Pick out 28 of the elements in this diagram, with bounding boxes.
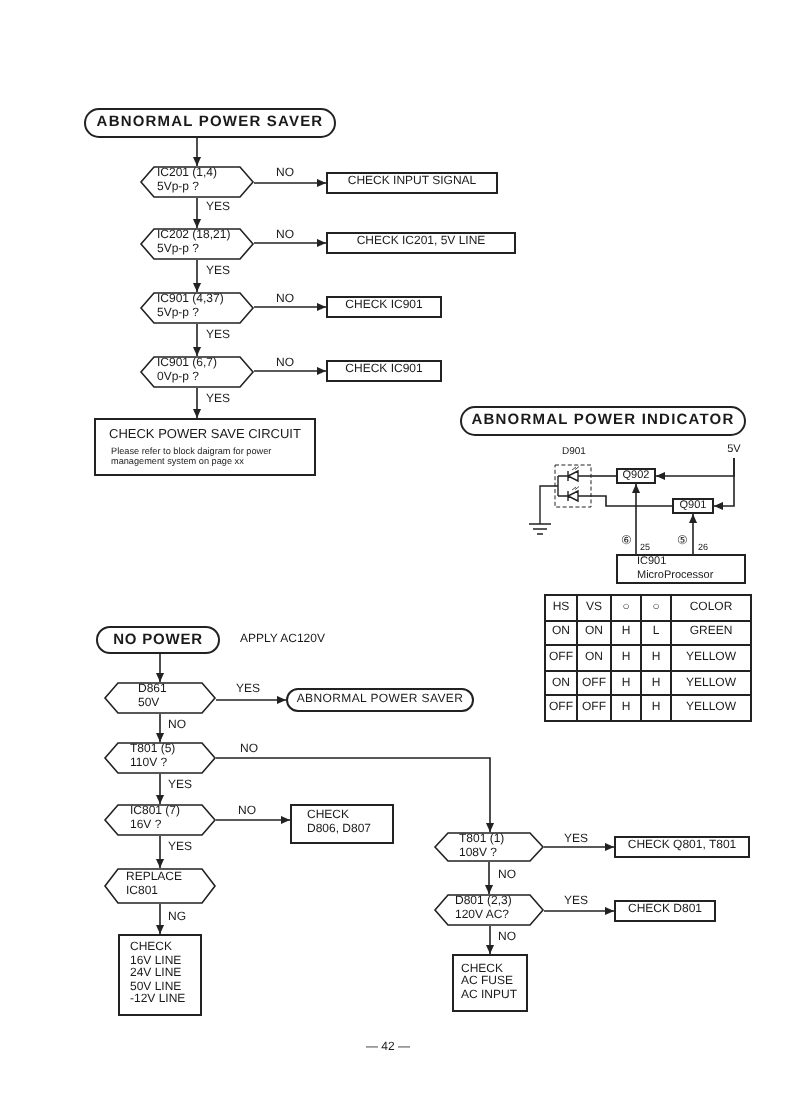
arrow — [192, 323, 202, 357]
arrow — [155, 835, 165, 869]
arrow — [253, 302, 327, 312]
arrow — [215, 695, 287, 705]
arrow — [192, 259, 202, 293]
arrow — [155, 653, 165, 683]
arrow — [484, 861, 494, 895]
arrow — [253, 238, 327, 248]
arrow — [253, 178, 327, 188]
arrow — [155, 773, 165, 805]
connector-line — [591, 495, 673, 507]
arrow — [485, 925, 495, 955]
arrow — [688, 513, 698, 555]
arrow — [155, 713, 165, 743]
arrow — [192, 387, 202, 419]
led-symbol — [554, 464, 592, 508]
arrow — [543, 906, 615, 916]
arrow — [543, 842, 615, 852]
arrow — [713, 457, 735, 511]
connector-line — [591, 475, 617, 477]
arrow — [155, 903, 165, 935]
process-box — [94, 418, 316, 476]
arrow — [253, 366, 327, 376]
arrow — [192, 197, 202, 229]
arrow — [631, 483, 641, 555]
arrow — [192, 137, 202, 167]
arrow — [215, 757, 495, 833]
arrow — [215, 815, 291, 825]
